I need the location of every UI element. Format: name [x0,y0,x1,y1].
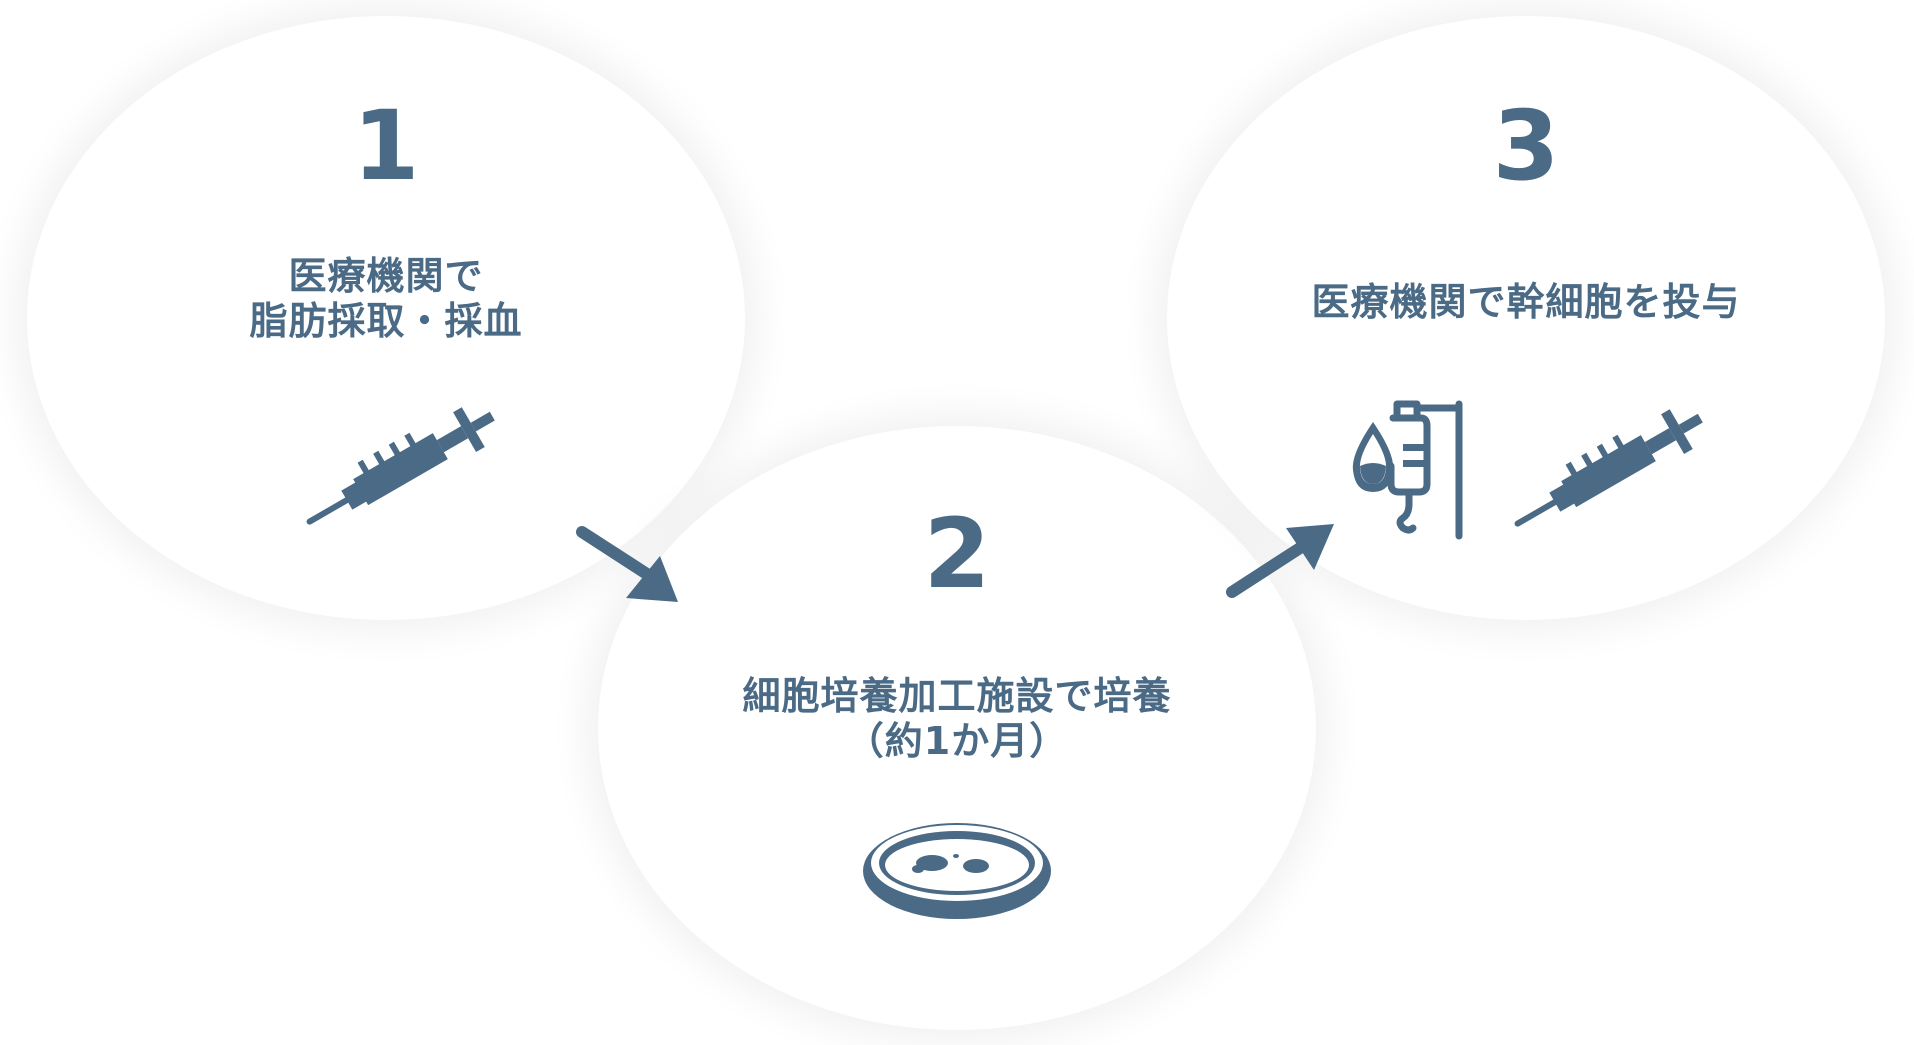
step-2-text: 細胞培養加工施設で培養 （約1か月） [598,674,1316,764]
step-1-text: 医療機関で 脂肪採取・採血 [27,254,745,344]
step-3-circle: 3 医療機関で幹細胞を投与 [1167,16,1885,620]
iv-drip-icon [1352,400,1463,540]
step-2-text-line-1: 細胞培養加工施設で培養 [742,674,1172,718]
step-3-text: 医療機関で幹細胞を投与 [1167,280,1885,325]
syringe-icon [306,407,495,525]
syringe-icon [1514,409,1703,527]
step-1-number: 1 [352,90,420,202]
step-2-text-line-2: （約1か月） [845,718,1069,763]
arrow-up-right-icon [1226,524,1334,598]
step-2-number: 2 [923,498,991,610]
arrow-down-right-icon [576,526,678,602]
step-1-text-line-1: 医療機関で [288,254,484,298]
step-3-number: 3 [1492,90,1560,202]
step-1-circle: 1 医療機関で 脂肪採取・採血 [27,16,745,620]
step-1-text-line-2: 脂肪採取・採血 [249,298,523,343]
step-2-circle: 2 細胞培養加工施設で培養 （約1か月） [598,426,1316,1030]
petri-dish-icon [863,823,1051,919]
step-3-text-line-1: 医療機関で幹細胞を投与 [1311,280,1741,324]
